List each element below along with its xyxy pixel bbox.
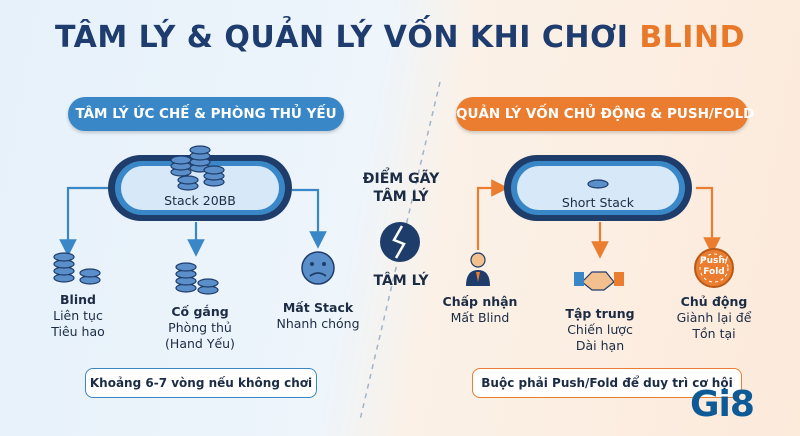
right-item-tap-trung: Tập trung Chiến lược Dài hạn: [552, 306, 648, 354]
item-line: Tiêu hao: [51, 324, 105, 339]
right-header: QUẢN LÝ VỐN CHỦ ĐỘNG & PUSH/FOLD: [456, 97, 754, 131]
right-note: Buộc phải Push/Fold để duy trì cơ hội: [472, 368, 742, 398]
center-top-label: ĐIỂM GÃY TÂM LÝ: [356, 170, 446, 206]
item-title: Mất Stack: [282, 300, 354, 315]
chip-text-line: Push/: [699, 256, 729, 266]
item-title: Chấp nhận: [442, 294, 518, 309]
left-item-co-gang: Cố gắng Phòng thủ (Hand Yếu): [150, 304, 250, 352]
title-accent: BLIND: [639, 20, 745, 55]
center-top-line: ĐIỂM GÃY: [362, 171, 440, 187]
push-fold-chip-icon: [694, 248, 734, 288]
item-line: Nhanh chóng: [276, 316, 360, 331]
chip-stack-icon: [170, 145, 225, 191]
title-main: TÂM LÝ & QUẢN LÝ VỐN KHI CHƠI: [55, 20, 629, 55]
item-title: Tập trung: [565, 306, 635, 321]
sad-face-icon: [301, 251, 335, 285]
center-top-line: TÂM LÝ: [373, 189, 429, 205]
item-line: Liên tục: [53, 308, 103, 323]
handshake-icon: [574, 271, 624, 291]
item-line: Phòng thủ: [168, 320, 232, 335]
left-item-mat-stack: Mất Stack Nhanh chóng: [268, 300, 368, 332]
left-table-label: Stack 20BB: [164, 193, 236, 208]
chip-text-line: Fold: [703, 267, 725, 277]
item-line: Giành lại để: [676, 310, 752, 325]
left-item-blind: Blind Liên tục Tiêu hao: [38, 292, 118, 340]
item-line: (Hand Yếu): [165, 336, 235, 351]
push-fold-chip-text: Push/ Fold: [696, 256, 732, 278]
arrow-left-1: [59, 186, 108, 257]
arrow-left-3: [292, 188, 327, 249]
item-title: Cố gắng: [171, 304, 229, 319]
left-poker-table: [108, 155, 292, 221]
item-line: Mất Blind: [450, 310, 510, 325]
person-icon: [466, 252, 490, 286]
chip-stack-icon: [53, 252, 101, 285]
right-item-chap-nhan: Chấp nhận Mất Blind: [432, 294, 528, 326]
item-line: Chiến lược: [567, 322, 633, 337]
left-note: Khoảng 6-7 vòng nếu không chơi: [85, 368, 317, 398]
item-line: Tồn tại: [692, 326, 736, 341]
page-title: TÂM LÝ & QUẢN LÝ VỐN KHI CHƠI BLIND: [0, 20, 800, 55]
arrow-right-3: [696, 186, 721, 255]
chip-stack-icon: [175, 262, 219, 295]
broken-heart-icon: [380, 222, 420, 262]
arrow-right-1: [476, 179, 509, 250]
right-poker-table: [504, 155, 692, 221]
item-line: Dài hạn: [575, 338, 625, 353]
center-bottom-label: TÂM LÝ: [373, 273, 429, 289]
item-title: Blind: [60, 292, 96, 307]
item-title: Chủ động: [680, 294, 748, 309]
right-item-chu-dong: Chủ động Giành lại để Tồn tại: [664, 294, 764, 342]
left-header: TÂM LÝ ỨC CHẾ & PHÒNG THỦ YẾU: [68, 97, 344, 131]
brand-logo: Gi8: [690, 384, 755, 425]
right-table-label: Short Stack: [561, 195, 635, 210]
